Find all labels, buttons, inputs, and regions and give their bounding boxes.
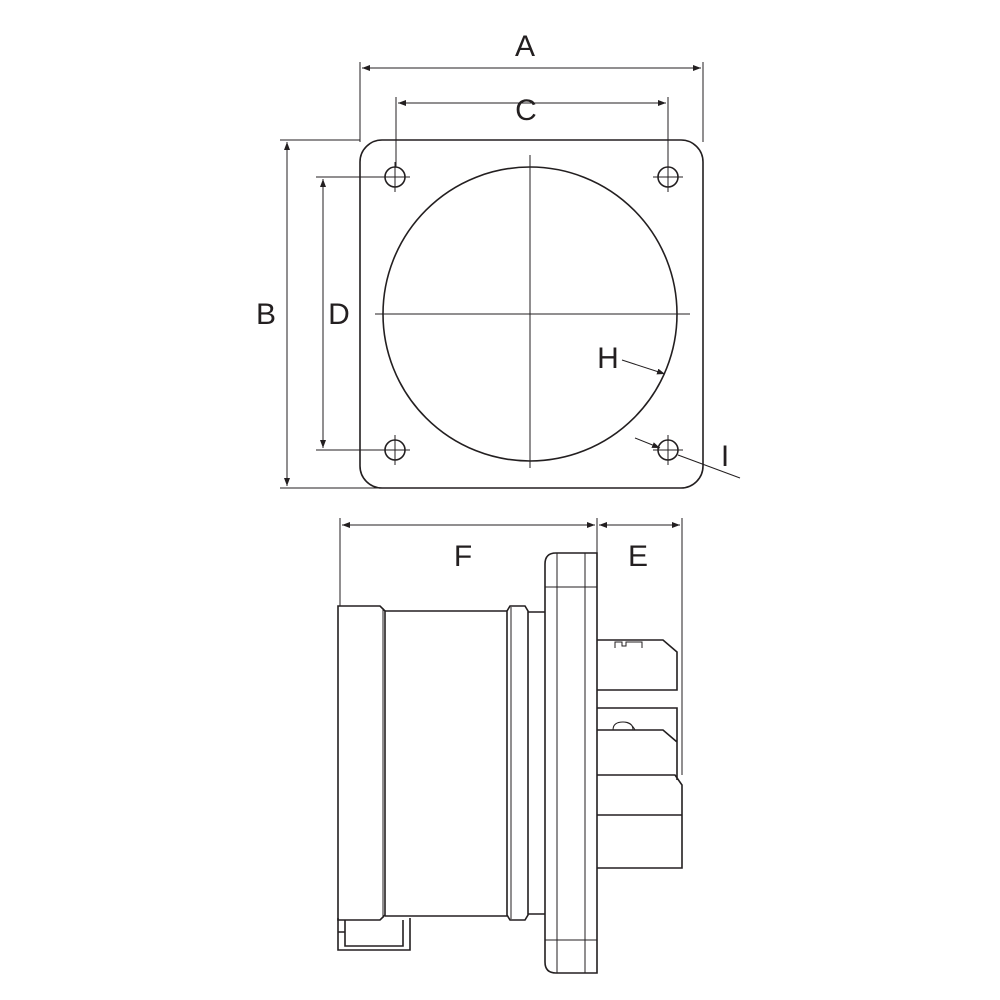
neck: [528, 611, 545, 915]
dimension-label-c: C: [515, 94, 537, 127]
dimension-label-i: I: [721, 440, 729, 473]
mounting-plate: [359, 139, 704, 489]
body: [385, 610, 507, 917]
front-cap: [337, 605, 386, 921]
dimension-label-f: F: [454, 540, 472, 573]
terminals: [597, 639, 683, 869]
flange: [544, 552, 598, 974]
side-dimension-lines: [339, 518, 683, 775]
dimension-label-e: E: [628, 540, 648, 573]
dimension-label-d: D: [328, 298, 350, 331]
front-view: [280, 62, 741, 489]
side-view: [337, 518, 683, 974]
ring: [506, 605, 529, 921]
bottom-clip: [337, 918, 411, 951]
dimension-label-a: A: [515, 30, 535, 63]
dimension-lines: [280, 62, 741, 489]
dimension-label-b: B: [256, 298, 276, 331]
dimension-label-h: H: [597, 342, 619, 375]
